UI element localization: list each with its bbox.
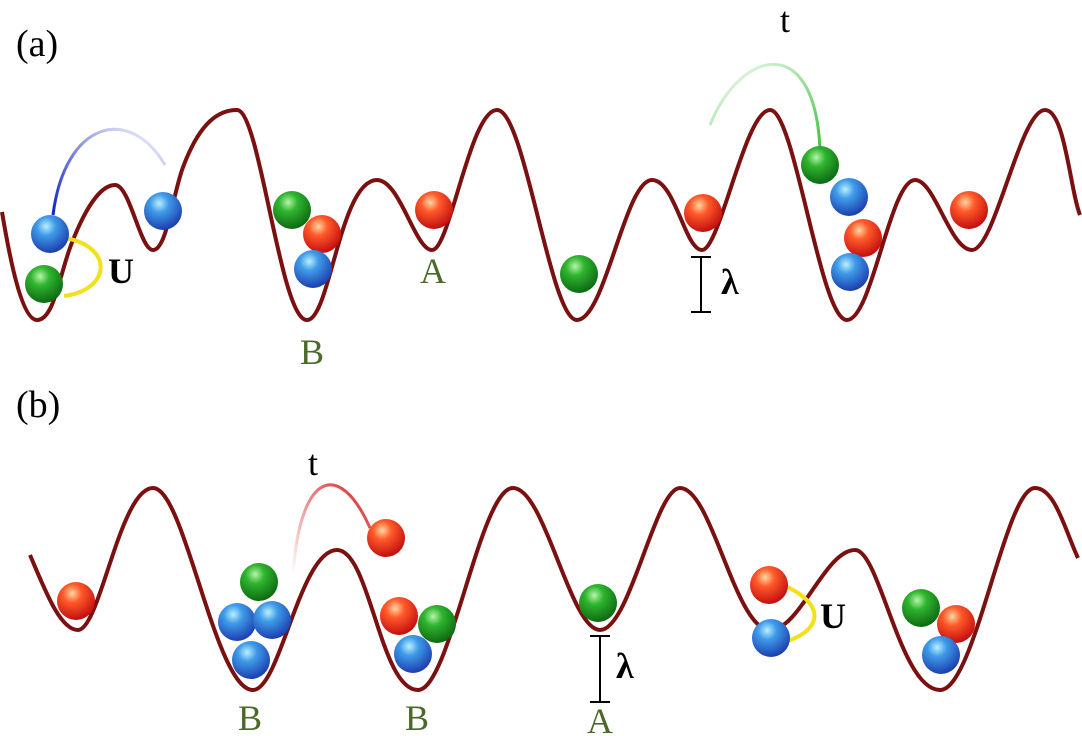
particle-red xyxy=(367,519,405,557)
panel-a-interaction-arc xyxy=(63,236,103,298)
panel-b-site-label-b2: B xyxy=(405,698,429,736)
panel-b-label: (b) xyxy=(16,384,60,426)
panel-b-site-label-b1: B xyxy=(238,698,262,736)
particle-green xyxy=(902,589,940,627)
particle-blue xyxy=(394,635,432,673)
panel-b-lattice xyxy=(28,486,1080,692)
particle-red xyxy=(415,191,453,229)
panel-a-offset-marker xyxy=(691,256,711,313)
panel-a-interaction-label: U xyxy=(108,251,134,291)
particle-blue xyxy=(218,603,256,641)
particle-blue xyxy=(922,636,960,674)
panel-a-site-label-a: A xyxy=(420,251,446,291)
particle-red xyxy=(844,219,882,257)
particle-blue xyxy=(831,253,869,291)
particle-red xyxy=(950,191,988,229)
particle-green xyxy=(579,584,617,622)
panel-b-hop-arc-red xyxy=(291,483,372,576)
particle-blue xyxy=(232,641,270,679)
panel-b-interaction-label: U xyxy=(820,596,846,636)
particle-green xyxy=(418,605,456,643)
particle-red xyxy=(57,582,95,620)
particle-red xyxy=(750,566,788,604)
panel-a-offset-label: λ xyxy=(721,262,739,302)
panel-b-site-label-a: A xyxy=(587,701,613,736)
panel-b-offset-label: λ xyxy=(616,646,634,686)
particle-red xyxy=(303,215,341,253)
particle-blue xyxy=(294,250,332,288)
particle-red xyxy=(937,605,975,643)
particle-green xyxy=(240,563,278,601)
panel-b: (b) t U λ B B A xyxy=(16,384,1080,736)
panel-a-lattice xyxy=(0,108,1082,322)
particle-green xyxy=(273,191,311,229)
particle-blue xyxy=(830,178,868,216)
particle-red xyxy=(380,597,418,635)
panel-a-hop-arc-green xyxy=(708,63,822,151)
panel-a-label: (a) xyxy=(16,23,58,65)
particle-green xyxy=(25,265,63,303)
particle-green xyxy=(560,255,598,293)
panel-a-hop-arc-blue xyxy=(51,127,167,216)
particle-blue xyxy=(144,192,182,230)
particle-blue xyxy=(253,601,291,639)
panel-b-hopping-label: t xyxy=(308,443,318,483)
panel-a-hopping-label: t xyxy=(780,0,790,40)
particle-blue xyxy=(31,215,69,253)
particle-green xyxy=(801,146,839,184)
panel-b-interaction-arc xyxy=(780,582,817,644)
panel-b-offset-marker xyxy=(590,635,610,703)
particle-blue xyxy=(752,619,790,657)
panel-a-site-label-b: B xyxy=(300,332,324,372)
panel-a: (a) t U λ B A xyxy=(0,0,1082,372)
particle-red xyxy=(684,194,722,232)
